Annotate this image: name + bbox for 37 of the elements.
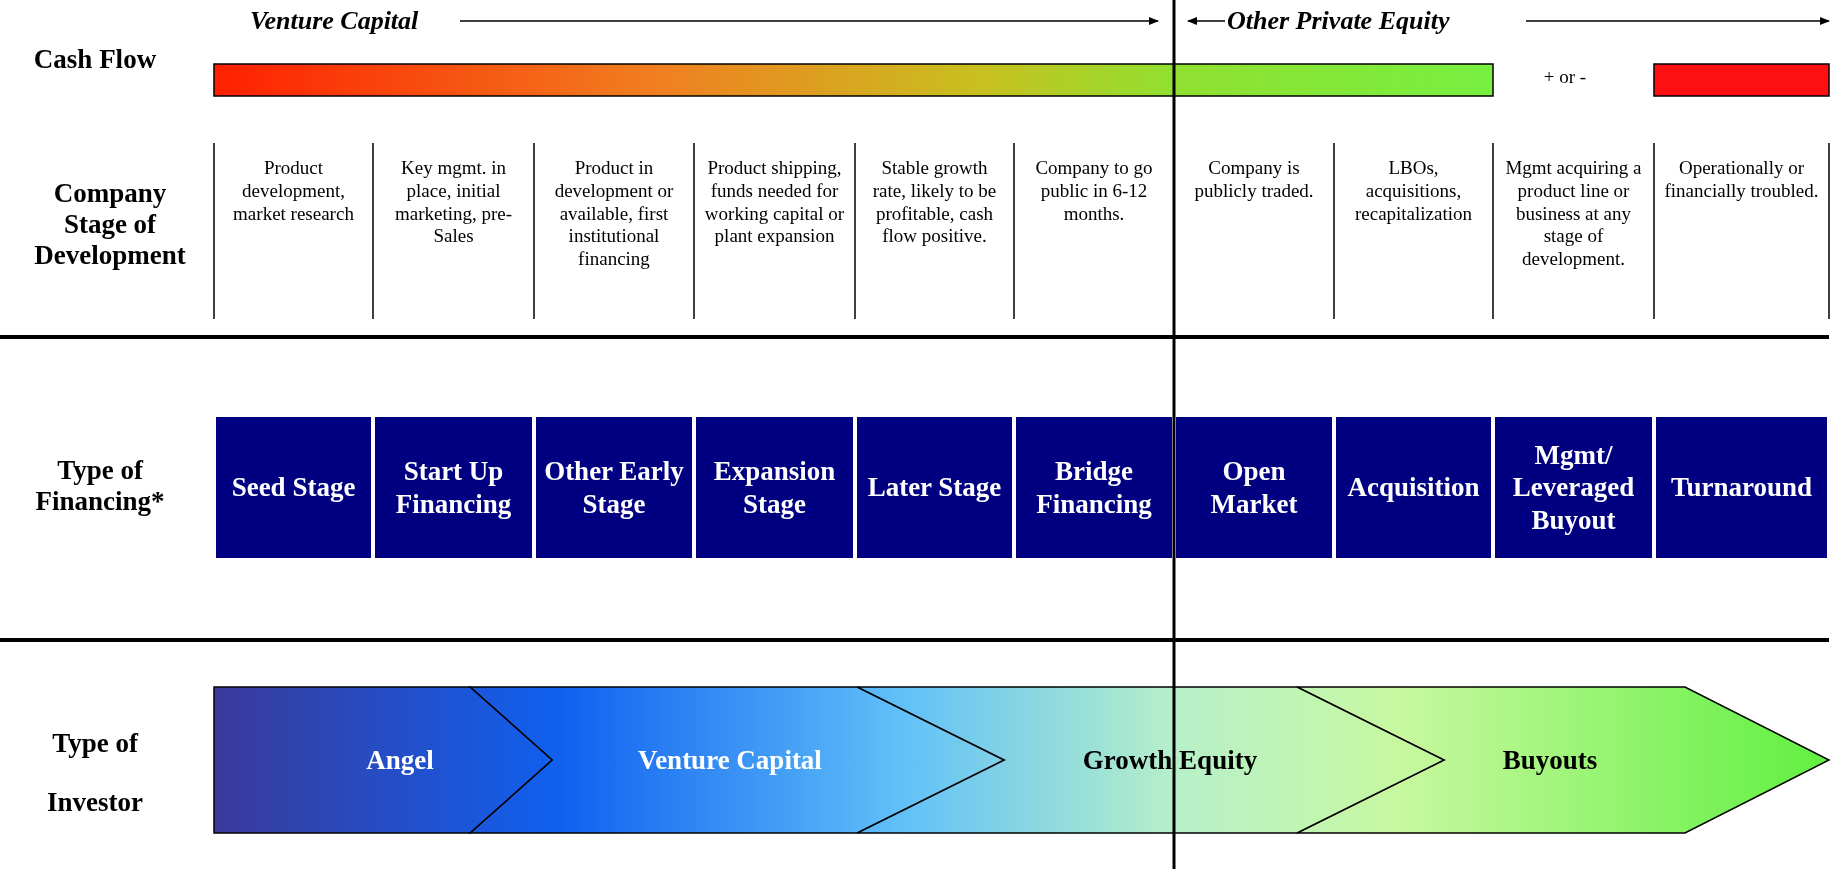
investor-segment	[1297, 687, 1829, 833]
stage-description: Product in development or available, first institutional financing	[553, 157, 675, 271]
stage-description: Stable growth rate, likely to be profitable, cash flow positive.	[871, 157, 998, 249]
investor-label: Angel	[366, 744, 434, 776]
stage-description: Product development, market research	[232, 157, 355, 226]
stage-description: LBOs, acquisitions, recapitalization	[1353, 157, 1474, 226]
cash-flow-bar	[1653, 63, 1830, 97]
row-header: Type of Investor	[46, 727, 144, 820]
stage-description: Operationally or financially troubled.	[1664, 157, 1819, 203]
financing-stage-block: Bridge Financing	[1016, 417, 1172, 558]
financing-stage-block: Acquisition	[1336, 417, 1491, 558]
section-heading: Other Private Equity	[1227, 6, 1451, 36]
investor-segment	[470, 687, 1004, 833]
stage-description: Key mgmt. in place, initial marketing, pre-Sales	[393, 157, 514, 249]
section-heading: Venture Capital	[250, 6, 420, 36]
financing-stage-block: Later Stage	[857, 417, 1012, 558]
financing-stage-block: Open Market	[1176, 417, 1332, 558]
financing-stage-block: Seed Stage	[216, 417, 371, 558]
row-header: Company Stage of Development	[33, 178, 187, 272]
cash-flow-bar	[213, 63, 1494, 97]
investor-segment	[214, 687, 552, 833]
investor-label: Buyouts	[1502, 744, 1598, 776]
row-header: Cash Flow	[32, 44, 158, 76]
financing-stage-block: Expansion Stage	[696, 417, 853, 558]
stage-description: Company to go public in 6-12 months.	[1034, 157, 1154, 226]
investor-label: Growth Equity	[1082, 744, 1258, 776]
investor-segment	[857, 687, 1444, 833]
investor-label: Venture Capital	[638, 744, 822, 776]
row-header: Type of Financing*	[34, 455, 166, 518]
stage-description: Mgmt acquiring a product line or business at any stage of development.	[1504, 157, 1643, 271]
stage-description: Company is publicly traded.	[1193, 157, 1315, 203]
financing-stage-block: Other Early Stage	[536, 417, 692, 558]
cash-flow-note: + or -	[1542, 66, 1588, 89]
financing-stage-block: Start Up Financing	[375, 417, 532, 558]
stage-description: Product shipping, funds needed for working capital or plant expansion	[704, 157, 845, 249]
financing-stage-block: Turnaround	[1656, 417, 1827, 558]
financing-stage-block: Mgmt/ Leveraged Buyout	[1495, 417, 1652, 558]
